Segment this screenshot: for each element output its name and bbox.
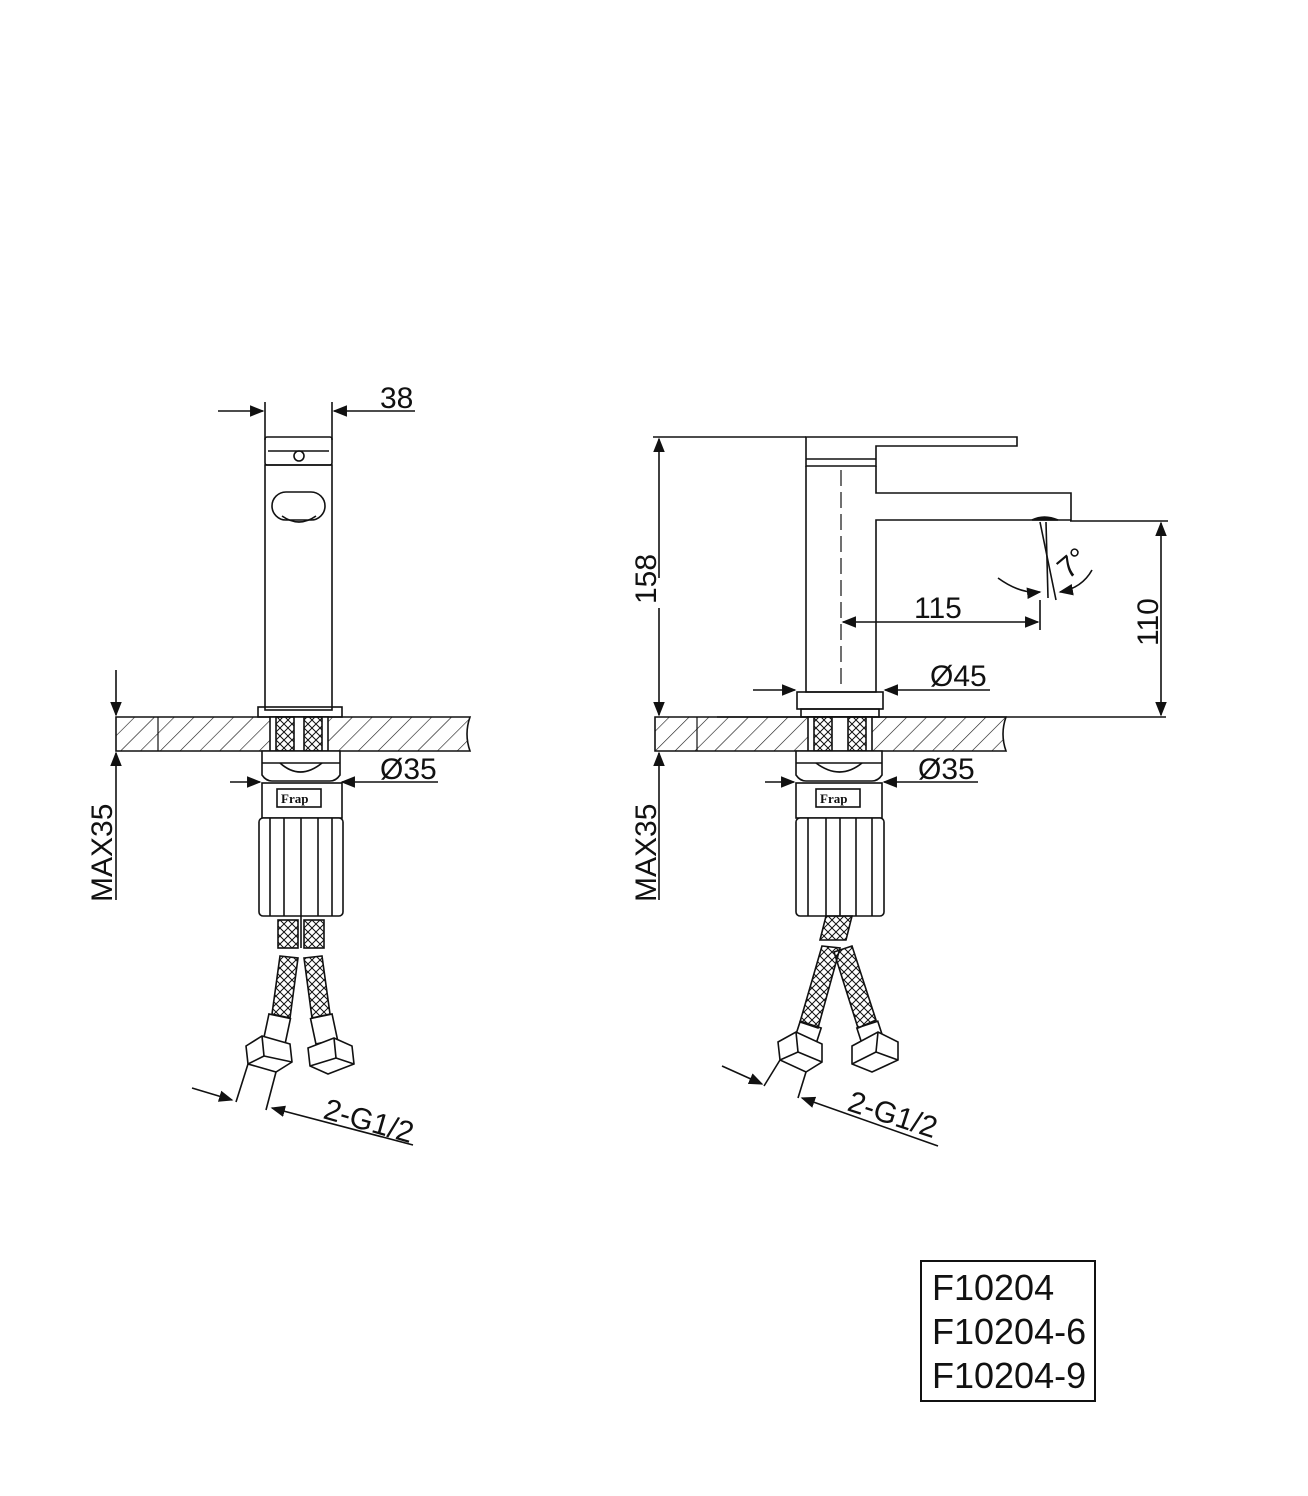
nut-facet <box>263 1055 293 1063</box>
supply-hose <box>799 945 842 1030</box>
supply-hose <box>303 919 325 949</box>
model-number-box: F10204 F10204-6 F10204-9 <box>920 1260 1096 1402</box>
max-thickness-label: MAX35 <box>86 804 119 902</box>
shank-diameter-label: Ø35 <box>918 753 975 786</box>
nut-curve <box>815 762 863 773</box>
supply-hose <box>818 915 854 941</box>
nut-facet <box>875 1051 899 1061</box>
supply-hose <box>833 944 877 1030</box>
dimension-arrow <box>721 1065 764 1085</box>
thread-label: 2-G1/2 <box>844 1085 941 1145</box>
nut-facet <box>309 1057 337 1067</box>
base-ring <box>257 706 343 718</box>
hose-tail <box>763 1059 807 1099</box>
hose-in-counter <box>303 716 323 752</box>
base-flange <box>796 691 884 710</box>
supply-hose <box>303 955 331 1019</box>
base-ring <box>800 708 880 718</box>
nut-facet <box>333 1037 337 1059</box>
angle-arc <box>1058 569 1093 596</box>
dimension-arrow <box>800 1096 939 1147</box>
nut-facet <box>875 1031 879 1053</box>
nut-facet <box>779 1051 799 1061</box>
logo-plate <box>815 788 861 808</box>
nut-facet <box>795 1031 799 1053</box>
faucet-body <box>264 464 333 711</box>
angle-line <box>1045 521 1049 599</box>
hose-tail <box>235 1063 277 1111</box>
faucet-body-side <box>805 466 1072 693</box>
angle-arc <box>997 577 1042 600</box>
model-number: F10204-6 <box>932 1311 1087 1352</box>
base-diameter-label: Ø45 <box>930 660 987 693</box>
front-view: 38 MAX35 Ø35 Frap <box>86 382 472 1150</box>
hose-nut <box>307 1037 355 1075</box>
nut-facet <box>335 1057 355 1065</box>
max-thickness-label: MAX35 <box>630 804 663 902</box>
mounting-nut <box>261 750 341 782</box>
nut-facet <box>851 1051 877 1065</box>
side-view: 158 7° 115 110 Ø45 <box>630 436 1168 1147</box>
dimension-arrow <box>270 1105 414 1146</box>
handle-pin-icon <box>293 450 305 462</box>
mounting-nut <box>795 750 883 782</box>
hose-in-counter <box>275 716 295 752</box>
angle-line <box>1039 521 1057 601</box>
aerator-outlet <box>1031 516 1059 521</box>
brand-logo: Frap <box>820 791 847 806</box>
model-number: F10204 <box>932 1267 1055 1308</box>
thread-label: 2-G1/2 <box>320 1093 417 1150</box>
spout-height-label: 110 <box>1132 598 1165 646</box>
logo-plate <box>276 788 322 808</box>
hose-in-counter <box>847 716 867 752</box>
aerator-mesh <box>281 515 317 523</box>
supply-hose <box>271 955 299 1019</box>
supply-hose <box>277 919 299 949</box>
height-label: 158 <box>630 554 663 604</box>
brand-logo: Frap <box>281 791 308 806</box>
nut-facet <box>797 1051 823 1063</box>
nut-facet <box>261 1035 265 1057</box>
handle-lever <box>805 436 1018 467</box>
shank-diameter-label: Ø35 <box>380 753 437 786</box>
dimension-arrow <box>191 1087 234 1102</box>
nut-curve <box>279 762 323 773</box>
reach-label: 115 <box>914 592 962 625</box>
hose-in-counter <box>813 716 833 752</box>
nut-facet <box>247 1055 265 1065</box>
width-label: 38 <box>380 382 413 415</box>
model-number: F10204-9 <box>932 1355 1087 1396</box>
angle-label: 7° <box>1051 542 1094 586</box>
aerator-outlet <box>271 491 326 521</box>
